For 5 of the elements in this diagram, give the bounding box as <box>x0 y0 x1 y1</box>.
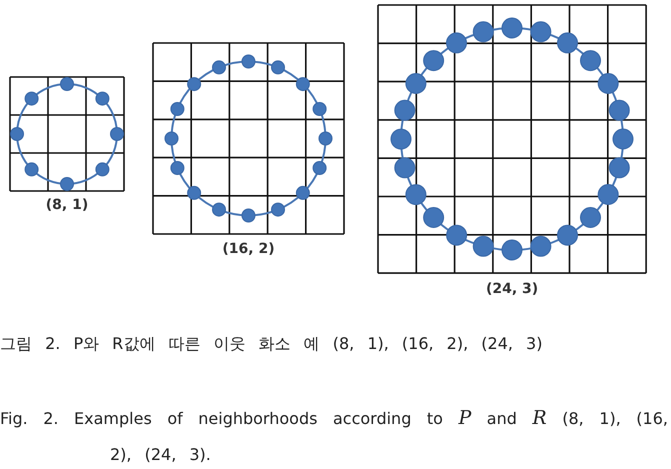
panel-label: (16, 2) <box>222 241 275 257</box>
panel-label: (24, 3) <box>486 281 538 297</box>
figure-caption: Fig. 2. Examples of neighborhoods according to P and R (8, 1), (16, 2), (24, 3). <box>0 406 668 466</box>
figure-caption: 그림 2. P와 R값에 따른 이웃 화소 예 (8, 1), (16, 2), (24, 3) <box>0 333 544 355</box>
panel-label: (8, 1) <box>46 197 88 213</box>
